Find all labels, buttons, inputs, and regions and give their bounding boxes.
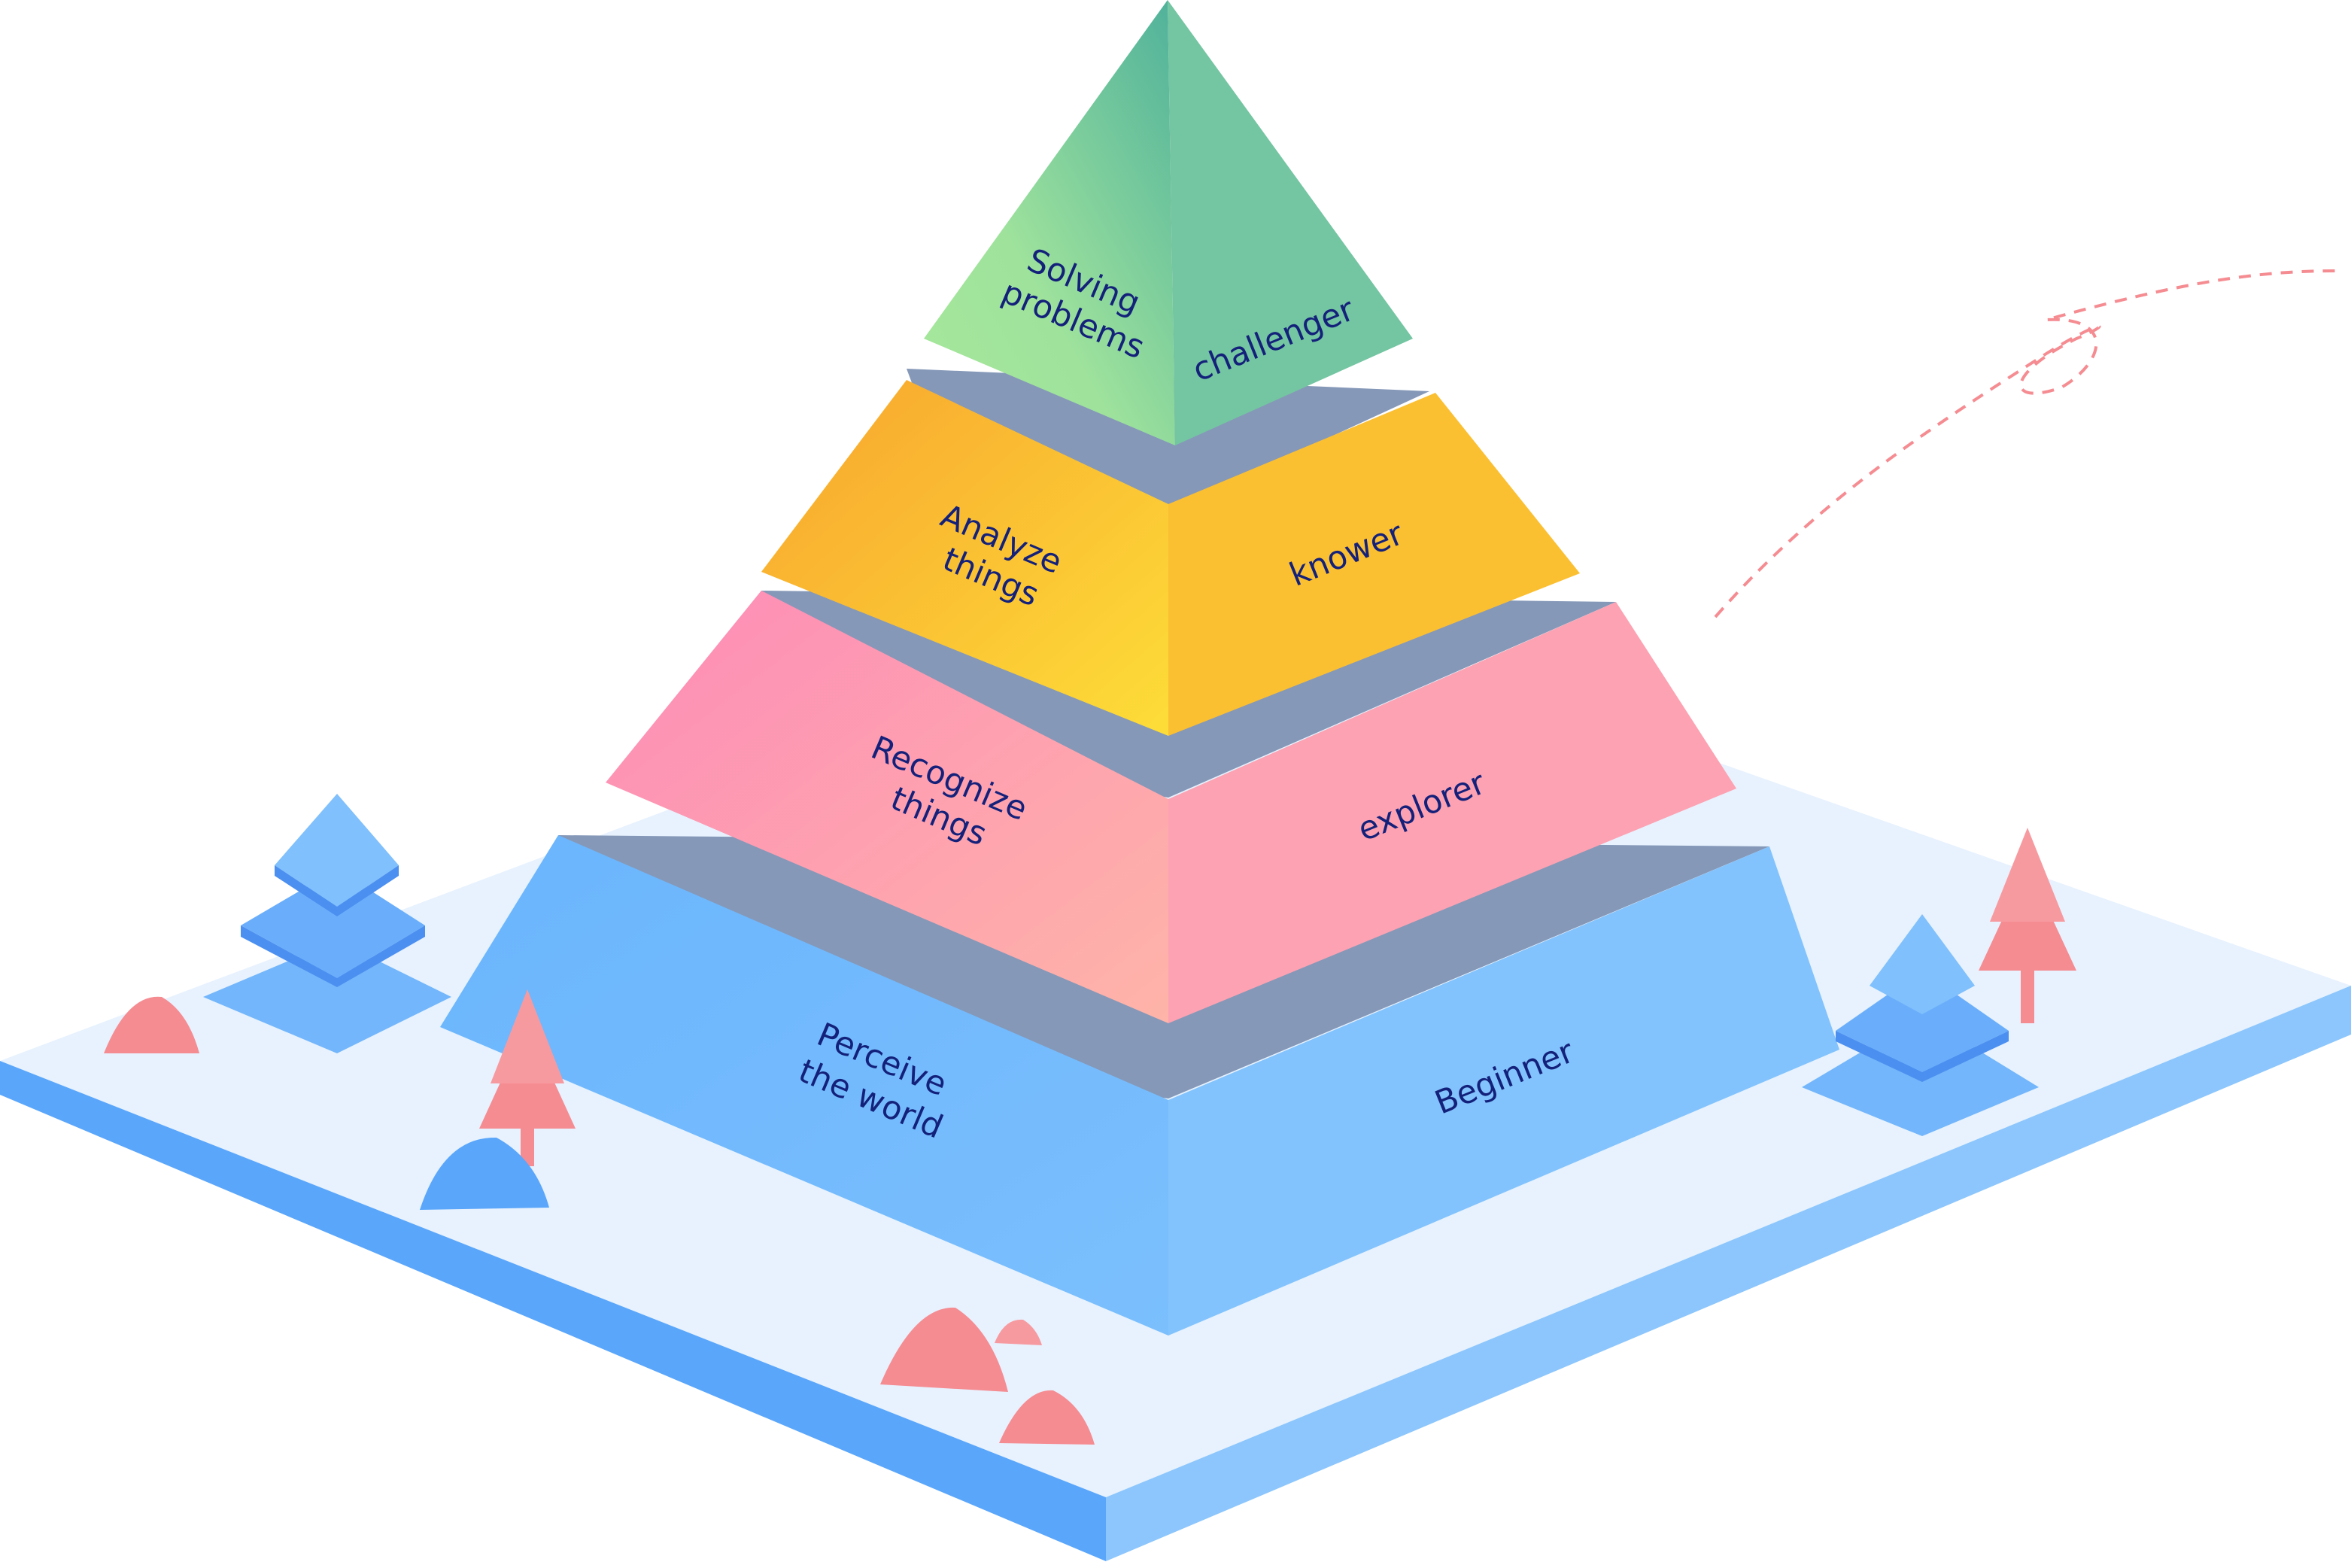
blue-tree-left-top bbox=[275, 794, 399, 907]
tier-perceive-left-face bbox=[440, 835, 1168, 1336]
pink-rock-center-small bbox=[995, 1319, 1042, 1345]
blue-tree-left bbox=[203, 794, 451, 1053]
tier-analyze-left-face bbox=[761, 380, 1168, 736]
tier-analyze bbox=[761, 380, 1580, 736]
tier-recognize-right-face bbox=[1168, 602, 1736, 1023]
rocks bbox=[104, 996, 1095, 1445]
blue-tree-left-stripe-2 bbox=[275, 865, 399, 916]
tier-perceive bbox=[440, 835, 1839, 1336]
blue-rock-left bbox=[420, 1137, 549, 1210]
platform-right-side bbox=[1106, 986, 2351, 1561]
blue-tree-right bbox=[1802, 914, 2039, 1136]
pink-rock-center-low bbox=[999, 1390, 1095, 1445]
pink-tree-left-crown-high bbox=[491, 989, 564, 1083]
blue-tree-left-stripe-1 bbox=[241, 925, 425, 987]
blue-tree-right-top bbox=[1870, 914, 1975, 1014]
tier-analyze-right-face bbox=[1168, 393, 1580, 736]
platform-left-side bbox=[0, 1061, 1106, 1561]
tier-perceive-right-face bbox=[1168, 846, 1839, 1336]
blue-tree-right-stripe-1 bbox=[1836, 1031, 2009, 1082]
blue-tree-left-bottom bbox=[203, 940, 451, 1053]
pink-tree-right bbox=[1979, 828, 2076, 1023]
tier-solving bbox=[924, 0, 1413, 445]
tier-solving-right-face bbox=[1168, 0, 1413, 445]
tier-solving-left-face bbox=[924, 0, 1175, 445]
pink-tree-right-crown-high bbox=[1990, 828, 2065, 922]
blue-tree-right-middle bbox=[1836, 971, 2009, 1072]
tier-recognize bbox=[606, 591, 1736, 1023]
pink-rock-center-large bbox=[880, 1307, 1008, 1392]
pink-tree-left bbox=[479, 989, 576, 1166]
blue-tree-left-middle bbox=[241, 869, 425, 978]
dashed-flight-path bbox=[1714, 269, 2337, 618]
tier-recognize-left-face bbox=[606, 591, 1168, 1023]
pink-rock-left bbox=[104, 996, 199, 1053]
